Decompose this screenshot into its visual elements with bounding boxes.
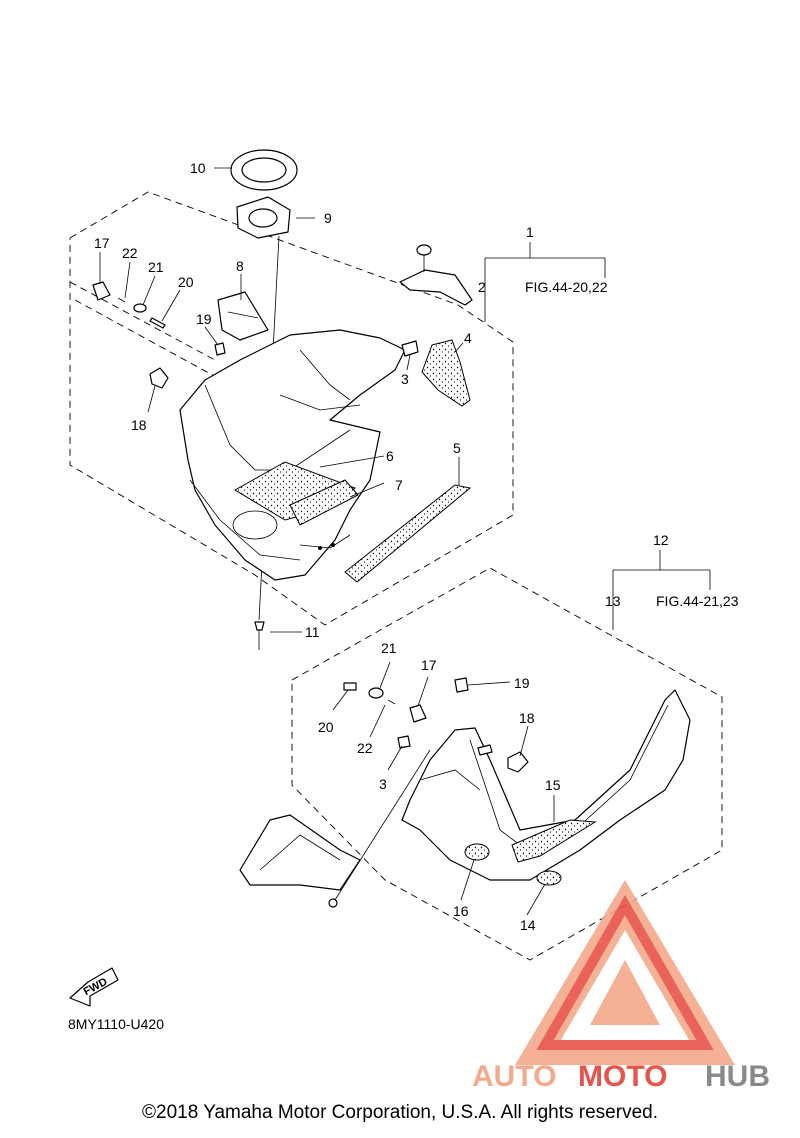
- part-14-pad: [536, 870, 562, 886]
- callout-17-upper: 17: [94, 235, 110, 251]
- figure-ref-lower: FIG.44-21,23: [656, 593, 739, 609]
- upper-assembly-boundary: [69, 191, 514, 626]
- part-3-clip: [401, 340, 419, 357]
- watermark-wordmark: AUTO MOTO HUB: [472, 1060, 770, 1093]
- copyright-notice: ©2018 Yamaha Motor Corporation, U.S.A. A…: [142, 1102, 658, 1123]
- watermark-text-auto: AUTO: [472, 1060, 556, 1093]
- part-19-nut: [214, 342, 226, 356]
- watermark-text-hub: HUB: [705, 1060, 770, 1093]
- part-16-pad: [464, 843, 490, 861]
- part-10-gasket: [230, 149, 298, 191]
- callout-13: 13: [605, 593, 621, 609]
- upper-cowling-body: [179, 329, 406, 581]
- part-11-screw: [254, 621, 265, 650]
- part-5-strip: [344, 484, 472, 583]
- watermark-logo: [515, 880, 735, 1065]
- part-7-foam: [289, 479, 359, 526]
- callout-8: 8: [236, 258, 244, 274]
- callout-18-upper: 18: [131, 417, 147, 433]
- watermark-text-moto: MOTO: [578, 1060, 667, 1093]
- callout-19-upper: 19: [196, 311, 212, 327]
- figure-ref-upper: FIG.44-20,22: [525, 279, 608, 295]
- part-9-ring: [236, 196, 291, 239]
- callout-16: 16: [453, 903, 469, 919]
- callout-19-lower: 19: [514, 675, 530, 691]
- leader-lines: [99, 167, 711, 916]
- part-8-plate: [217, 291, 269, 341]
- part-15-foam: [511, 819, 597, 863]
- lower-bracket: [239, 814, 361, 908]
- callout-20-lower: 20: [318, 719, 334, 735]
- part-4-pad: [421, 339, 471, 407]
- callout-7: 7: [395, 477, 403, 493]
- callout-18-lower: 18: [519, 710, 535, 726]
- callout-20-upper: 20: [178, 274, 194, 290]
- callout-17-lower: 17: [421, 657, 437, 673]
- lower-fasteners: [343, 677, 529, 773]
- callout-12: 12: [653, 532, 669, 548]
- upper-left-fasteners: [92, 281, 166, 329]
- callout-6: 6: [386, 448, 394, 464]
- callout-3-lower: 3: [379, 776, 387, 792]
- callout-4: 4: [464, 330, 472, 346]
- diagram-code: 8MY1110-U420: [68, 1016, 164, 1032]
- callout-22-upper: 22: [122, 245, 138, 261]
- callout-5: 5: [453, 440, 461, 456]
- callout-2: 2: [478, 279, 486, 295]
- part-2-bracket: [399, 244, 473, 306]
- callout-14: 14: [520, 917, 536, 933]
- fwd-label: FWD: [82, 976, 110, 998]
- callout-21-upper: 21: [148, 259, 164, 275]
- callout-9: 9: [324, 210, 332, 226]
- callout-11: 11: [305, 624, 320, 640]
- callout-10: 10: [190, 160, 206, 176]
- callout-labels: 10 9 1 2 FIG.44-20,22 4 3 6 5 7 8 17 22 …: [82, 160, 739, 998]
- fwd-arrow: [69, 967, 119, 1007]
- callout-3-upper: 3: [401, 371, 409, 387]
- callout-15: 15: [545, 777, 561, 793]
- callout-21-lower: 21: [381, 640, 397, 656]
- callout-1: 1: [526, 224, 534, 240]
- part-18-grommet: [149, 367, 169, 389]
- callout-22-lower: 22: [357, 740, 373, 756]
